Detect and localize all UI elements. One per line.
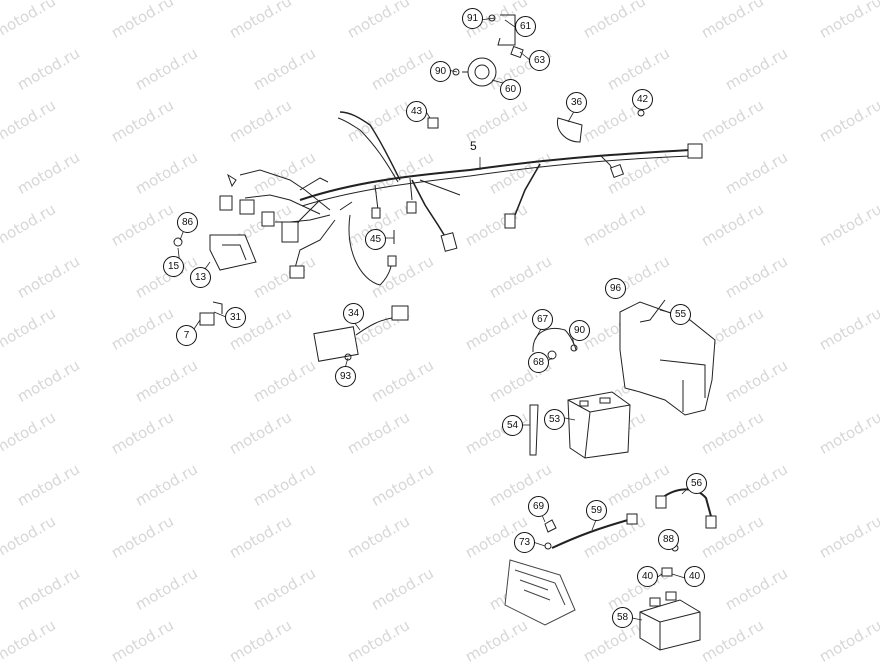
callout-93: 93	[335, 366, 356, 387]
callout-56: 56	[686, 473, 707, 494]
callout-55: 55	[670, 304, 691, 325]
callout-67: 67	[532, 309, 553, 330]
callout-96: 96	[605, 278, 626, 299]
callout-68: 68	[528, 352, 549, 373]
battery-53	[567, 391, 631, 459]
callout-13: 13	[190, 267, 211, 288]
cable-56	[655, 488, 717, 529]
callout-90-top: 90	[430, 61, 451, 82]
callout-54: 54	[502, 415, 523, 436]
callout-15: 15	[163, 256, 184, 277]
callout-59: 59	[586, 500, 607, 521]
callout-40-right: 40	[684, 566, 705, 587]
callout-61: 61	[515, 16, 536, 37]
starter-motor	[504, 559, 576, 626]
cable-tie-36	[556, 117, 583, 143]
horn-assembly	[452, 14, 524, 87]
callout-90-battery: 90	[569, 320, 590, 341]
part-42-shape	[637, 109, 645, 117]
callout-91: 91	[462, 8, 483, 29]
callout-88: 88	[658, 529, 679, 550]
clip-7	[199, 301, 223, 326]
callout-31: 31	[225, 307, 246, 328]
callout-36: 36	[566, 92, 587, 113]
callout-60: 60	[500, 79, 521, 100]
callout-73: 73	[514, 532, 535, 553]
main-harness	[219, 111, 703, 286]
part-43-shape	[427, 117, 439, 129]
strap-54	[529, 404, 539, 456]
callout-43: 43	[406, 101, 427, 122]
callout-42: 42	[632, 89, 653, 110]
callout-63: 63	[529, 50, 550, 71]
harness-label: 5	[470, 139, 477, 153]
callout-53: 53	[544, 409, 565, 430]
callout-86: 86	[177, 212, 198, 233]
callout-40-left: 40	[637, 566, 658, 587]
regulator-34	[313, 305, 409, 362]
callout-34: 34	[343, 303, 364, 324]
callout-7: 7	[176, 325, 197, 346]
leader-lines	[177, 17, 691, 621]
callout-45: 45	[365, 229, 386, 250]
battery-holder-55	[619, 289, 716, 416]
callout-58: 58	[612, 607, 633, 628]
bracket-13	[173, 234, 257, 271]
callout-69: 69	[528, 496, 549, 517]
relay-58	[639, 544, 701, 651]
